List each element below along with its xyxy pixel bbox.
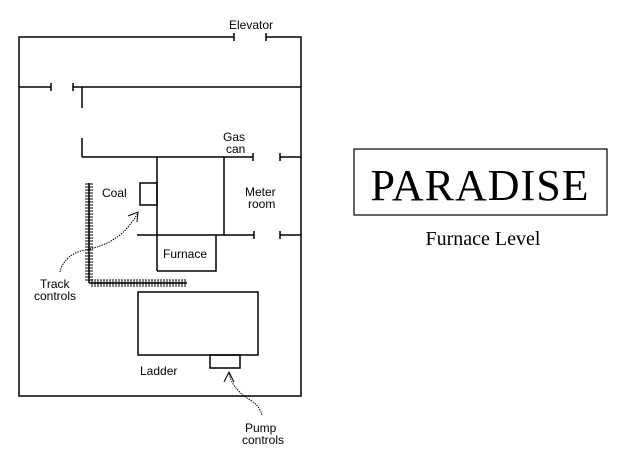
title-paradise: PARADISE bbox=[370, 161, 589, 210]
track-ties bbox=[85, 183, 186, 287]
pump-arrowhead bbox=[223, 370, 235, 383]
walls bbox=[18, 33, 302, 397]
subtitle-furnace-level: Furnace Level bbox=[426, 228, 541, 250]
label-ladder: Ladder bbox=[140, 364, 177, 378]
ladder-box bbox=[137, 291, 259, 356]
label-elevator: Elevator bbox=[229, 18, 273, 32]
pump-box bbox=[209, 354, 241, 369]
track bbox=[88, 183, 187, 284]
track-arrowhead bbox=[127, 211, 139, 223]
coal-box bbox=[139, 182, 158, 206]
label-meter-room-2: room bbox=[248, 197, 275, 211]
label-gas-can-2: can bbox=[226, 142, 245, 156]
track-arrow bbox=[59, 212, 139, 273]
label-furnace: Furnace bbox=[163, 247, 207, 261]
label-pump: Pump bbox=[245, 421, 277, 435]
arrows bbox=[59, 211, 263, 416]
label-pump-2: controls bbox=[242, 433, 284, 447]
label-coal: Coal bbox=[102, 186, 127, 200]
wall-top-left bbox=[18, 36, 302, 397]
furnace-box bbox=[157, 235, 217, 272]
title-box bbox=[353, 148, 608, 216]
pump-arrow bbox=[228, 372, 263, 416]
label-meter-room: Meter bbox=[245, 185, 276, 199]
label-track: Track bbox=[40, 277, 71, 291]
label-track-2: controls bbox=[34, 289, 76, 303]
label-gas-can: Gas bbox=[223, 130, 245, 144]
